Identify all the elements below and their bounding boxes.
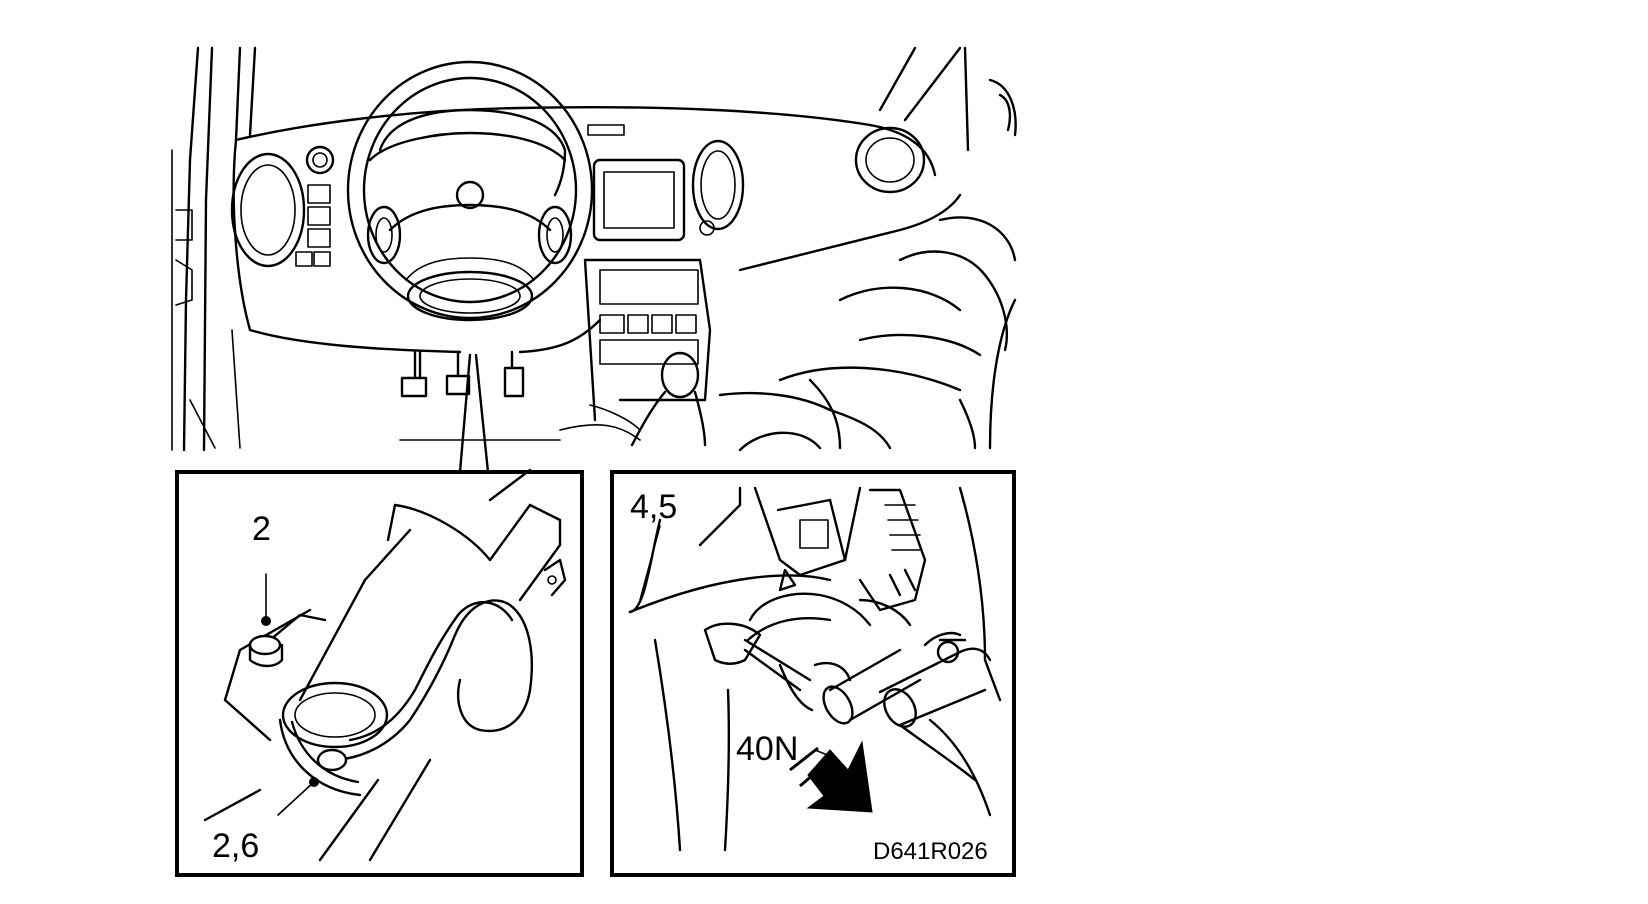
pull-direction-arrow xyxy=(806,740,873,813)
callout-right-top: 4,5 xyxy=(630,488,677,526)
detail-right-frame xyxy=(610,470,1016,877)
callout-left-bottom: 2,6 xyxy=(212,827,259,865)
drawing-code: D641R026 xyxy=(873,838,988,865)
detail-left-frame xyxy=(175,470,584,877)
callout-force: 40N xyxy=(736,730,798,768)
dashboard-overview xyxy=(171,46,1017,474)
callout-left-top: 2 xyxy=(252,510,271,548)
detail-left-panel: 2 2,6 xyxy=(175,468,584,877)
steering-wheel xyxy=(346,60,594,322)
detail-right-panel: 4,5 40N D641R026 xyxy=(610,470,1016,877)
